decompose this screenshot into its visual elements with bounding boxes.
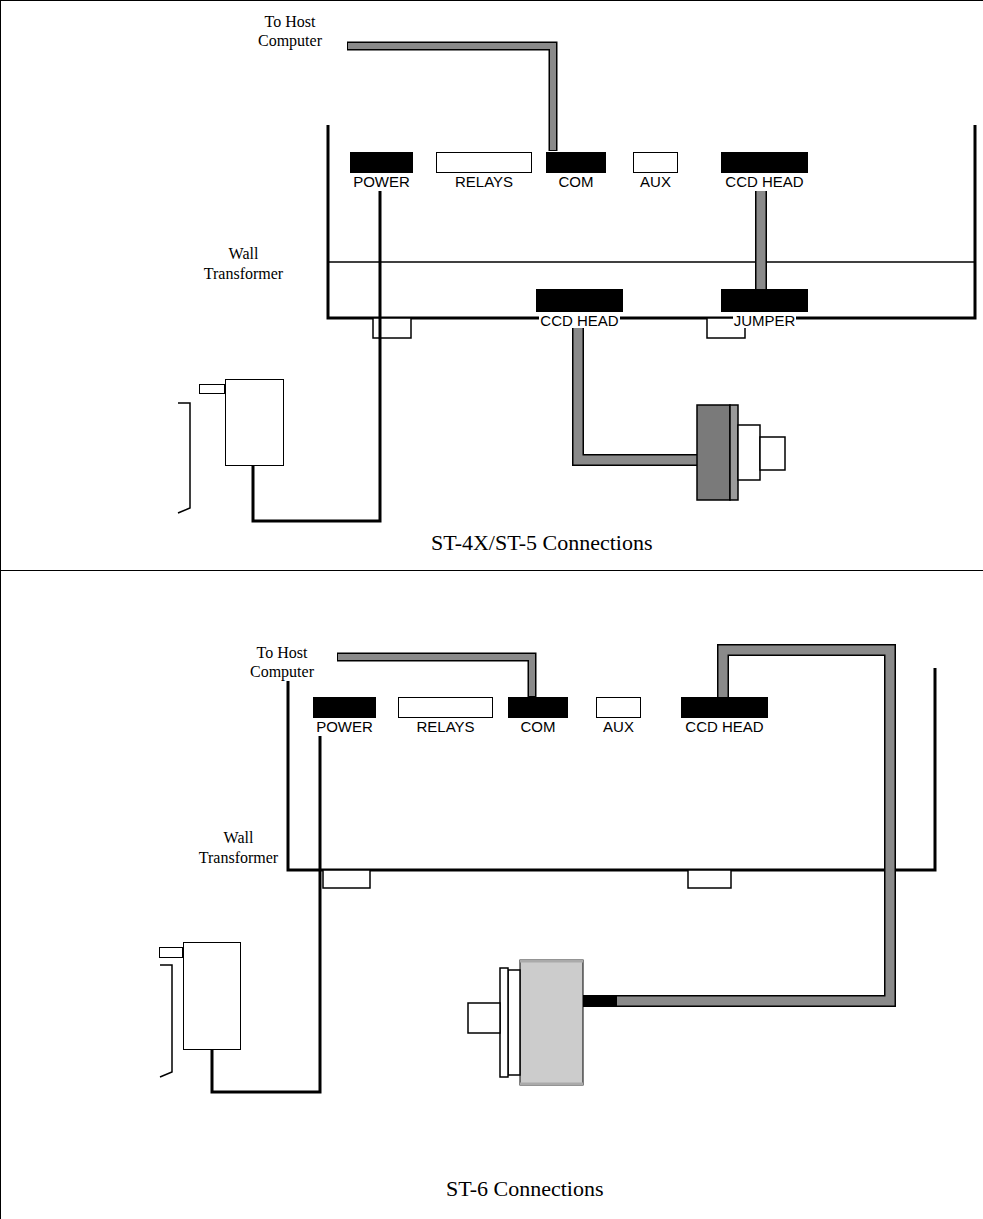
host-cable-outline <box>347 46 553 151</box>
ccd-head-nose <box>760 437 785 470</box>
connector-block <box>350 152 413 173</box>
connector-port: COM <box>546 152 606 191</box>
ccd-cable-outline <box>578 311 697 460</box>
port-label: COM <box>558 173 595 189</box>
port-label: POWER <box>315 718 374 734</box>
connector-port: POWER <box>350 152 413 191</box>
connector-port: AUX <box>596 697 641 736</box>
control-box-housing <box>328 125 975 318</box>
connector-port: RELAYS <box>398 697 493 736</box>
ccd-cable-plug <box>583 995 617 1007</box>
connector-block <box>398 697 493 718</box>
host-cable <box>338 657 532 696</box>
ccd-head-adapter <box>738 425 760 480</box>
cable-connection <box>761 191 762 289</box>
ccd-head-body <box>520 960 583 1085</box>
cable-connection <box>253 191 380 521</box>
panel-caption: ST-4X/ST-5 Connections <box>431 531 652 555</box>
connector-port: RELAYS <box>436 152 532 191</box>
part-label: Wall Transformer <box>191 244 296 284</box>
connector-block <box>721 152 808 173</box>
connector-block <box>508 697 568 718</box>
transformer-prong <box>199 384 225 394</box>
housing-foot <box>323 870 370 888</box>
port-label: RELAYS <box>415 718 475 734</box>
connector-block <box>596 697 641 718</box>
connector-port: CCD HEAD <box>721 152 808 191</box>
ccd-head-body <box>697 405 730 500</box>
transformer-prong <box>159 947 183 958</box>
ccd-head-flange <box>508 970 520 1075</box>
ccd-head-edge <box>520 1083 583 1086</box>
ccd-head-edge <box>520 960 583 963</box>
host-cable <box>348 46 553 150</box>
connection-panel: POWER RELAYS COM AUX CCD HEAD Wall Transforme… <box>0 571 983 1219</box>
port-label: CCD HEAD <box>539 312 619 328</box>
jumper-cable-fill <box>757 191 766 289</box>
connector-port: COM <box>508 697 568 736</box>
port-label: CCD HEAD <box>684 718 764 734</box>
power-wire <box>253 191 380 521</box>
ccd-cable <box>617 650 890 1001</box>
port-label: AUX <box>602 718 635 734</box>
connector-port: POWER <box>313 697 376 736</box>
panel-caption: ST-6 Connections <box>446 1177 603 1201</box>
transformer-body <box>183 942 241 1050</box>
jumper-cable <box>755 191 767 289</box>
connector-port: CCD HEAD <box>681 697 768 736</box>
connection-panel: POWER RELAYS COM AUX CCD HEAD CCD HEAD JUMPER W… <box>0 0 983 571</box>
ccd-head-flange <box>500 968 508 1077</box>
connector-block <box>436 152 532 173</box>
ccd-head-nose <box>468 1003 500 1033</box>
cable-destination: To Host Computer <box>242 643 322 681</box>
port-label: COM <box>520 718 557 734</box>
connector-block <box>721 289 808 312</box>
connector-port: JUMPER <box>721 289 808 330</box>
connector-block <box>313 697 376 718</box>
connector-port: AUX <box>633 152 678 191</box>
control-box-housing <box>288 668 935 870</box>
ccd-cable-outline <box>617 650 890 1001</box>
connector-port: CCD HEAD <box>536 289 623 330</box>
port-label: AUX <box>639 173 672 189</box>
wall-bracket <box>178 403 190 513</box>
transformer-body <box>225 379 284 466</box>
port-label: JUMPER <box>733 312 797 328</box>
part-label: Wall Transformer <box>186 828 291 868</box>
wall-bracket <box>160 965 172 1077</box>
wall-transformer: Wall Transformer <box>186 828 291 1050</box>
wall-transformer: Wall Transformer <box>191 244 296 466</box>
cable-destination: To Host Computer <box>250 12 330 50</box>
connector-block <box>681 697 768 718</box>
port-label: RELAYS <box>454 173 514 189</box>
housing-divider <box>328 261 975 263</box>
connector-block <box>536 289 623 312</box>
connector-block <box>546 152 606 173</box>
ccd-head-flange <box>730 405 738 500</box>
ccd-cable <box>578 311 697 460</box>
housing-foot <box>688 870 731 888</box>
port-label: POWER <box>352 173 411 189</box>
host-cable-outline <box>337 657 532 697</box>
connector-block <box>633 152 678 173</box>
port-label: CCD HEAD <box>724 173 804 189</box>
